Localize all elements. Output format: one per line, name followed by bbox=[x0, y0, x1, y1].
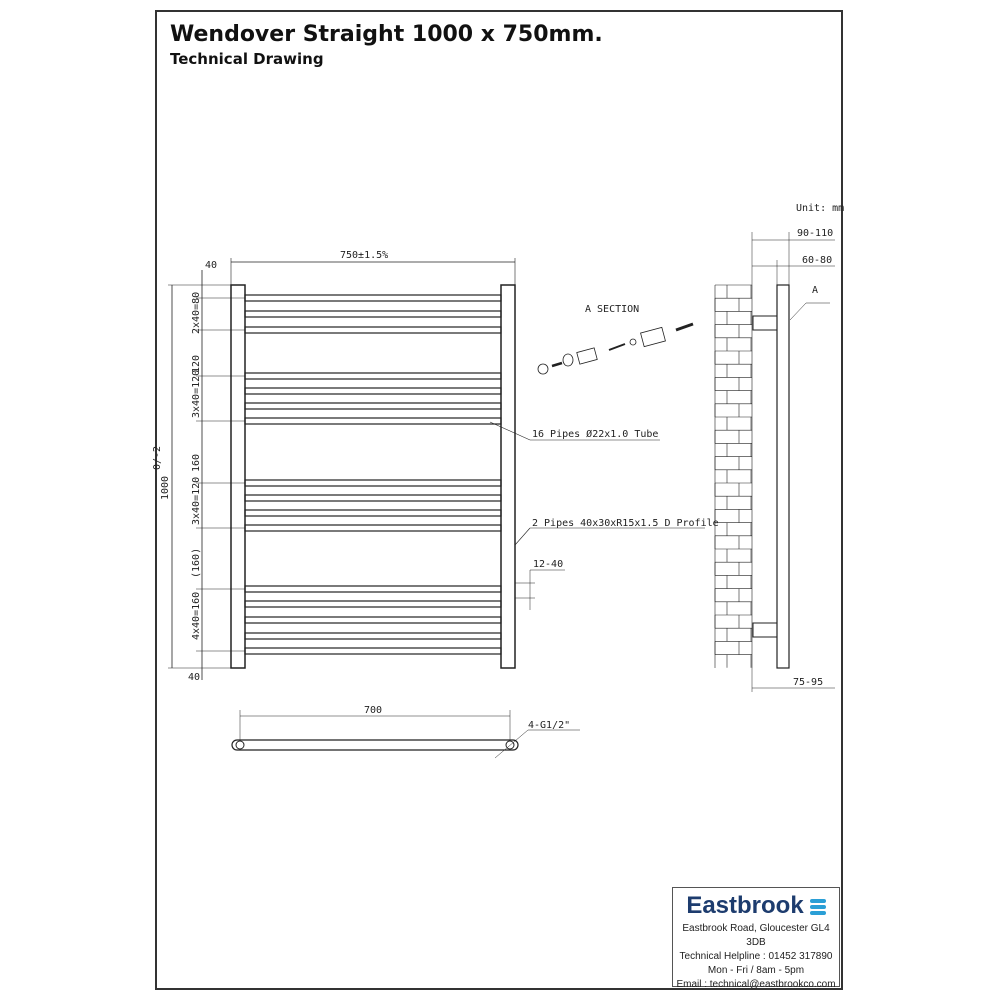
height-dimension: 1000 bbox=[160, 476, 171, 500]
height-tolerance: 0/-2 bbox=[152, 446, 163, 470]
wall-fixing-parts bbox=[537, 322, 694, 375]
section-a-marker: A bbox=[812, 285, 818, 296]
bracket-bottom bbox=[752, 622, 778, 638]
helpline: Technical Helpline : 01452 317890 bbox=[679, 951, 833, 962]
brand-logo: Eastbrook bbox=[673, 890, 839, 922]
page-title: Wendover Straight 1000 x 750mm. bbox=[170, 22, 603, 47]
left-rail bbox=[230, 284, 246, 669]
towel-bar bbox=[244, 417, 502, 425]
side-bottom-dimension: 75-95 bbox=[793, 677, 823, 688]
spacing-dimension: 4x40=160 bbox=[191, 592, 202, 640]
towel-bar bbox=[244, 387, 502, 395]
unit-label: Unit: mm bbox=[796, 203, 844, 214]
spacing-dimension: 120 bbox=[191, 355, 202, 373]
towel-bar bbox=[244, 600, 502, 608]
top-offset-dimension: 40 bbox=[205, 260, 217, 271]
towel-bar bbox=[244, 294, 502, 302]
connection-callout: 4-G1/2" bbox=[528, 720, 570, 731]
towel-bar bbox=[244, 524, 502, 532]
towel-bar bbox=[244, 310, 502, 318]
towel-bar bbox=[244, 402, 502, 410]
front-view: 750±1.5% 40 40 1000 0/-2 2x40=801203x40=… bbox=[152, 250, 516, 683]
bottom-view: 700 4-G1/2" bbox=[231, 705, 580, 759]
email: Email : technical@eastbrookco.com bbox=[676, 979, 836, 990]
towel-bar bbox=[244, 494, 502, 502]
bottom-offset-dimension: 40 bbox=[188, 672, 200, 683]
side-depth-dimension: 90-110 bbox=[797, 228, 833, 239]
towel-bar bbox=[244, 647, 502, 655]
side-view: 90-110 60-80 A 75-95 bbox=[714, 228, 835, 692]
spacing-dimension: 3x40=120 bbox=[191, 370, 202, 418]
towel-bar bbox=[244, 632, 502, 640]
towel-bar bbox=[244, 479, 502, 487]
gap-dimension: 12-40 bbox=[533, 559, 563, 570]
right-rail bbox=[500, 284, 516, 669]
side-offset-dimension: 60-80 bbox=[802, 255, 832, 266]
width-dimension: 750±1.5% bbox=[340, 250, 388, 261]
company-address: Eastbrook Road, Gloucester GL4 3DB bbox=[682, 923, 830, 948]
spacing-dimension: 3x40=120 bbox=[191, 477, 202, 525]
towel-bar bbox=[244, 585, 502, 593]
profile-callout: 2 Pipes 40x30xR15x1.5 D Profile bbox=[532, 518, 719, 529]
drawing-frame bbox=[155, 10, 843, 990]
towel-bar bbox=[244, 326, 502, 334]
side-rail bbox=[776, 284, 790, 669]
bracket-top bbox=[752, 315, 778, 331]
waves-icon bbox=[809, 897, 826, 917]
towel-bar bbox=[244, 372, 502, 380]
towel-bar bbox=[244, 616, 502, 624]
opening-hours: Mon - Fri / 8am - 5pm bbox=[707, 965, 805, 976]
company-info-box: Eastbrook Eastbrook Road, Gloucester GL4… bbox=[672, 887, 840, 990]
section-title: A SECTION bbox=[585, 304, 639, 315]
page-subtitle: Technical Drawing bbox=[170, 50, 324, 68]
spacing-dimension: 2x40=80 bbox=[191, 292, 202, 334]
towel-bar bbox=[244, 509, 502, 517]
spacing-dimension: 160 bbox=[191, 454, 202, 472]
centres-dimension: 700 bbox=[364, 705, 382, 716]
spacing-dimension: (160) bbox=[191, 548, 202, 578]
pipes-callout: 16 Pipes Ø22x1.0 Tube bbox=[532, 428, 658, 440]
